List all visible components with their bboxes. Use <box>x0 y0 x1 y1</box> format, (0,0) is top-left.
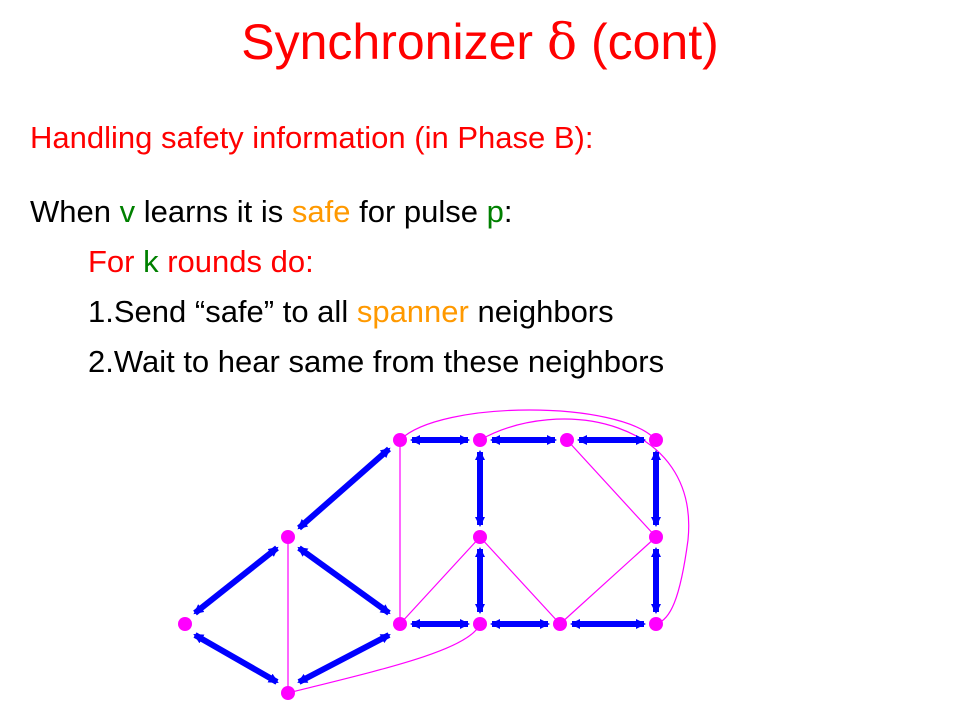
graph-node <box>178 617 192 631</box>
graph-edge-arc <box>287 623 481 694</box>
condition-text: When <box>30 194 120 229</box>
spanner-edge <box>297 446 391 531</box>
step-one-text: 1.Send “safe” to all <box>88 294 357 329</box>
spanner-edge <box>193 632 279 685</box>
graph-edge <box>399 536 481 625</box>
graph-edge <box>559 536 657 625</box>
graph-node <box>473 617 487 631</box>
loop-text: rounds do: <box>158 244 314 279</box>
slide-title: Synchronizer δ (cont) <box>0 10 960 74</box>
safe-keyword: safe <box>291 194 351 229</box>
section-heading: Handling safety information (in Phase B)… <box>30 120 594 155</box>
loop-line: For k rounds do: <box>88 242 314 282</box>
graph-node <box>649 617 663 631</box>
loop-text: For <box>88 244 144 279</box>
condition-text: for pulse <box>350 194 487 229</box>
graph-edge-arc <box>399 409 657 441</box>
graph-node <box>393 617 407 631</box>
spanner-keyword: spanner <box>356 294 469 329</box>
title-text: Synchronizer <box>241 14 547 70</box>
spanner-edge <box>193 545 279 616</box>
spanner-edge <box>297 545 391 616</box>
rounds-variable: k <box>143 244 159 279</box>
step-one-text: neighbors <box>468 294 614 329</box>
graph-node <box>281 686 295 700</box>
condition-text: : <box>503 194 513 229</box>
graph-edge <box>566 439 657 538</box>
graph-edge <box>479 536 561 625</box>
condition-text: learns it is <box>135 194 292 229</box>
graph-node <box>649 530 663 544</box>
graph-node <box>649 433 663 447</box>
graph-node <box>473 433 487 447</box>
step-two: 2.Wait to hear same from these neighbors <box>88 344 665 379</box>
step-one: 1.Send “safe” to all spanner neighbors <box>88 292 614 332</box>
spanner-edge <box>297 632 391 685</box>
title-delta-symbol: δ <box>546 13 578 71</box>
condition-line: When v learns it is safe for pulse p: <box>30 192 513 232</box>
graph-edge-arc <box>479 418 690 625</box>
graph-node <box>560 433 574 447</box>
graph-node <box>473 530 487 544</box>
node-variable: v <box>119 194 136 229</box>
title-text-suffix: (cont) <box>577 14 719 70</box>
graph-node <box>393 433 407 447</box>
graph-node <box>281 530 295 544</box>
graph-node <box>553 617 567 631</box>
pulse-variable: p <box>486 194 504 229</box>
